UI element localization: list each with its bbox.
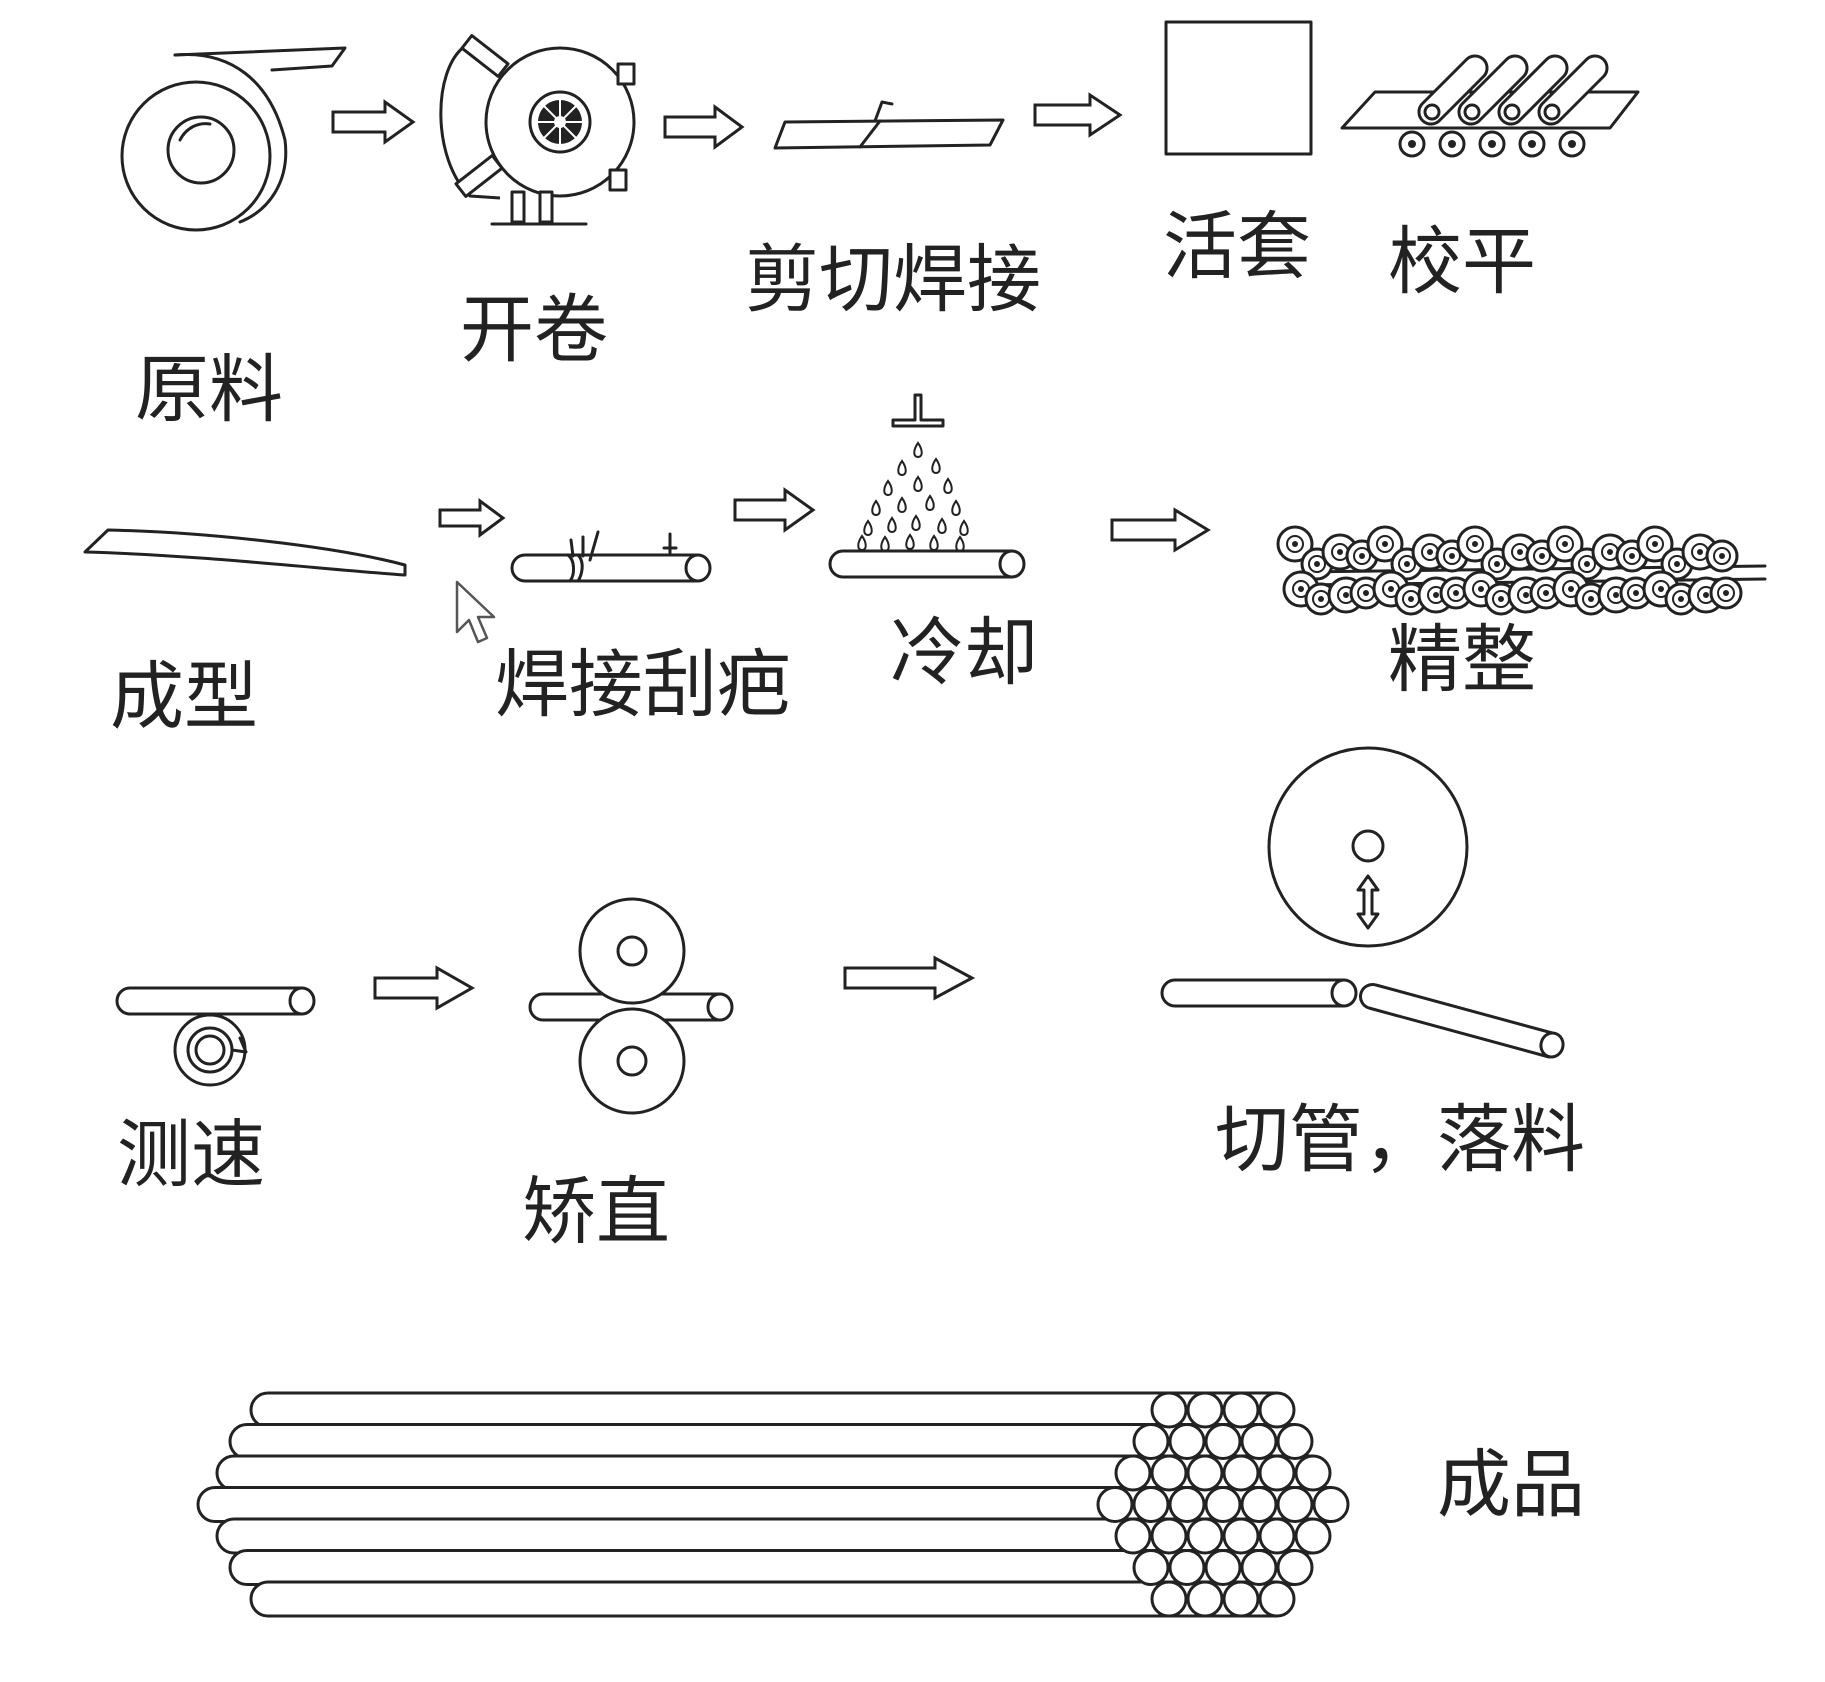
looper-box-icon xyxy=(1164,20,1313,156)
tube-end xyxy=(1258,1454,1296,1492)
tube-end xyxy=(1222,1391,1260,1429)
tube-body xyxy=(196,1486,1333,1523)
flow-arrow-4 xyxy=(438,498,506,538)
forming-strip-icon xyxy=(83,528,407,577)
flow-arrow-5 xyxy=(733,487,816,533)
label-straightening: 矫直 xyxy=(522,1169,670,1255)
water-drop-icon xyxy=(955,535,965,553)
tube-end xyxy=(1186,1454,1224,1492)
flow-arrow-2 xyxy=(663,104,745,150)
water-drop-icon xyxy=(925,494,935,512)
water-drop-icon xyxy=(883,479,893,497)
water-drop-icon xyxy=(880,535,890,553)
water-drop-icon xyxy=(959,519,969,537)
flow-arrow-7 xyxy=(373,965,476,1011)
straightening-rolls-icon xyxy=(528,897,734,1115)
shear-weld-strip-icon xyxy=(773,100,1005,150)
label-forming: 成型 xyxy=(110,654,258,740)
tube-end xyxy=(1132,1486,1170,1523)
tube-end xyxy=(1186,1391,1224,1429)
weld-scrape-tube-icon xyxy=(510,530,712,583)
label-cooling: 冷却 xyxy=(890,610,1038,696)
tube-end xyxy=(1114,1454,1152,1492)
tube-end xyxy=(1150,1517,1188,1555)
label-cut-drop: 切管，落料 xyxy=(1215,1097,1585,1183)
tube-end xyxy=(1240,1549,1278,1586)
finishing-rolls-icon xyxy=(1276,525,1767,616)
water-drop-icon xyxy=(943,477,953,495)
water-drop-icon xyxy=(911,514,921,532)
tube-end xyxy=(1258,1391,1296,1429)
raw-coil-icon xyxy=(120,46,347,232)
tube-end xyxy=(1204,1549,1242,1586)
water-drop-icon xyxy=(897,496,907,514)
tube-end xyxy=(1276,1549,1314,1586)
tube-end xyxy=(1150,1391,1188,1429)
tube-end xyxy=(1132,1423,1170,1460)
tube-body xyxy=(249,1580,1279,1618)
tube-end xyxy=(1204,1486,1242,1523)
water-drop-icon xyxy=(897,459,907,477)
flow-arrow-1 xyxy=(331,99,416,145)
leveler-rolls-icon xyxy=(1340,54,1640,158)
tube-end xyxy=(1294,1454,1332,1492)
tube-end xyxy=(1258,1517,1296,1555)
tube-body xyxy=(228,1549,1297,1586)
tube-end xyxy=(1150,1454,1188,1492)
tube-end xyxy=(1222,1454,1260,1492)
water-drop-icon xyxy=(863,519,873,537)
label-uncoiling: 开卷 xyxy=(460,287,608,373)
water-drop-icon xyxy=(951,499,961,517)
water-drop-icon xyxy=(931,457,941,475)
tube-end xyxy=(1186,1517,1224,1555)
tube-end xyxy=(1114,1517,1152,1555)
label-product: 成品 xyxy=(1437,1442,1585,1528)
label-speed-measure: 测速 xyxy=(117,1112,265,1198)
label-leveling: 校平 xyxy=(1388,219,1536,305)
tube-end xyxy=(1222,1517,1260,1555)
tube-end xyxy=(1150,1580,1188,1618)
water-drop-icon xyxy=(871,499,881,517)
label-shear-weld: 剪切焊接 xyxy=(745,237,1041,323)
tube-body xyxy=(215,1517,1315,1555)
tube-end xyxy=(1312,1486,1350,1523)
water-drop-icon xyxy=(929,534,939,552)
tube-end xyxy=(1132,1549,1170,1586)
label-finishing: 精整 xyxy=(1388,617,1536,703)
flow-arrow-8 xyxy=(843,955,976,1001)
tube-end xyxy=(1168,1549,1206,1586)
speed-measure-icon xyxy=(115,986,316,1087)
water-drop-icon xyxy=(913,441,923,459)
label-raw-material: 原料 xyxy=(135,347,283,433)
mouse-cursor-icon xyxy=(455,580,496,644)
tube-end xyxy=(1168,1486,1206,1523)
tube-end xyxy=(1240,1486,1278,1523)
tube-end xyxy=(1168,1423,1206,1460)
tube-end xyxy=(1258,1580,1296,1618)
tube-end xyxy=(1096,1486,1134,1523)
label-looper: 活套 xyxy=(1163,204,1311,290)
tube-end xyxy=(1294,1517,1332,1555)
tube-body xyxy=(249,1391,1279,1429)
tube-end xyxy=(1276,1486,1314,1523)
water-drop-icon xyxy=(857,534,867,552)
flow-arrow-6 xyxy=(1110,507,1211,553)
flow-arrow-3 xyxy=(1033,92,1123,138)
uncoiler-icon xyxy=(439,34,636,226)
tube-end xyxy=(1204,1423,1242,1460)
tube-end xyxy=(1186,1580,1224,1618)
tube-end xyxy=(1222,1580,1260,1618)
tube-end xyxy=(1276,1423,1314,1460)
cut-off-saw-icon xyxy=(1160,746,1565,1059)
label-weld-scrape: 焊接刮疤 xyxy=(495,642,791,728)
tube-end xyxy=(1240,1423,1278,1460)
water-drop-icon xyxy=(913,475,923,493)
finished-tubes-bundle-icon xyxy=(196,1391,1350,1618)
water-drop-icon xyxy=(937,517,947,535)
cooling-spray-icon xyxy=(828,393,1026,579)
water-drop-icon xyxy=(905,533,915,551)
water-drop-icon xyxy=(887,516,897,534)
